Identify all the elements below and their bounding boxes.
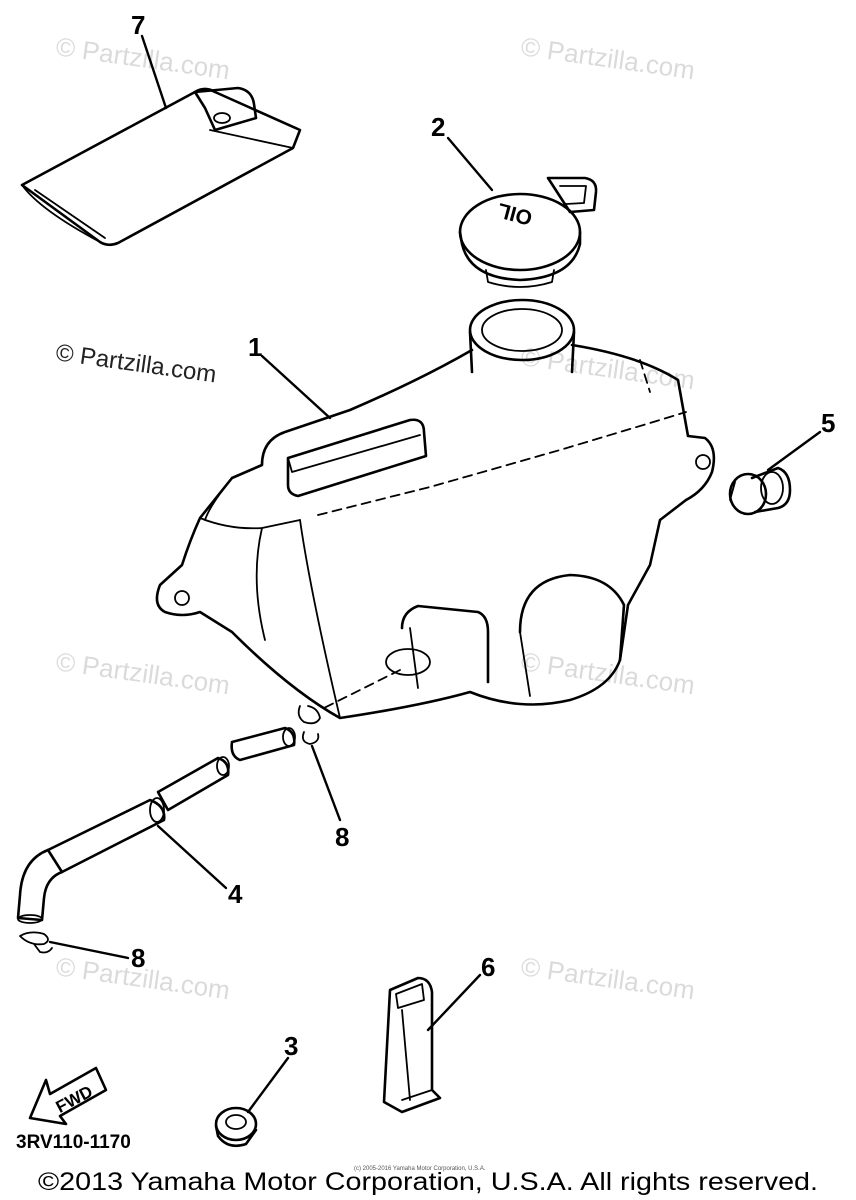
callout-6: 6 (481, 952, 495, 982)
tool-bag-part[interactable] (20, 86, 302, 247)
oil-cap-part[interactable]: OIL (458, 176, 598, 288)
band-part[interactable] (382, 976, 442, 1114)
oil-tank-part[interactable] (155, 298, 716, 720)
hose-part[interactable] (16, 726, 296, 924)
watermark-lower-right: © Partzilla.com (519, 646, 697, 700)
callout-1: 1 (248, 332, 262, 362)
bolt-part[interactable] (728, 466, 792, 516)
callout-7: 7 (131, 10, 145, 40)
watermark-lower-left: © Partzilla.com (54, 646, 232, 700)
callout-8-lower: 8 (131, 943, 145, 973)
watermark-bottom-right: © Partzilla.com (519, 951, 697, 1005)
grommet-part[interactable] (214, 1106, 258, 1148)
cap-oil-marking: OIL (495, 198, 535, 229)
diagram-code: 3RV110-1170 (16, 1132, 131, 1153)
small-copyright: (c) 2005-2016 Yamaha Motor Corporation, … (354, 1166, 486, 1172)
watermarks: © Partzilla.com © Partzilla.com © Partzi… (54, 31, 697, 1005)
clip-lower-part[interactable] (19, 931, 53, 954)
callout-4: 4 (228, 879, 243, 909)
watermark-dark: © Partzilla.com (54, 339, 218, 388)
watermark-top-right: © Partzilla.com (519, 31, 697, 85)
fwd-arrow: FWD (28, 1066, 108, 1126)
callout-3: 3 (284, 1031, 298, 1061)
watermark-mid-right: © Partzilla.com (519, 341, 697, 395)
leader-lines (48, 34, 822, 1114)
clip-upper-part[interactable] (297, 705, 321, 745)
fwd-label: FWD (53, 1082, 96, 1117)
copyright: ©2013 Yamaha Motor Corporation, U.S.A. A… (38, 1168, 818, 1196)
callouts: 7 2 1 5 8 4 8 6 3 (131, 10, 835, 1061)
callout-8-upper: 8 (335, 822, 349, 852)
callout-2: 2 (431, 112, 445, 142)
callout-5: 5 (821, 408, 835, 438)
